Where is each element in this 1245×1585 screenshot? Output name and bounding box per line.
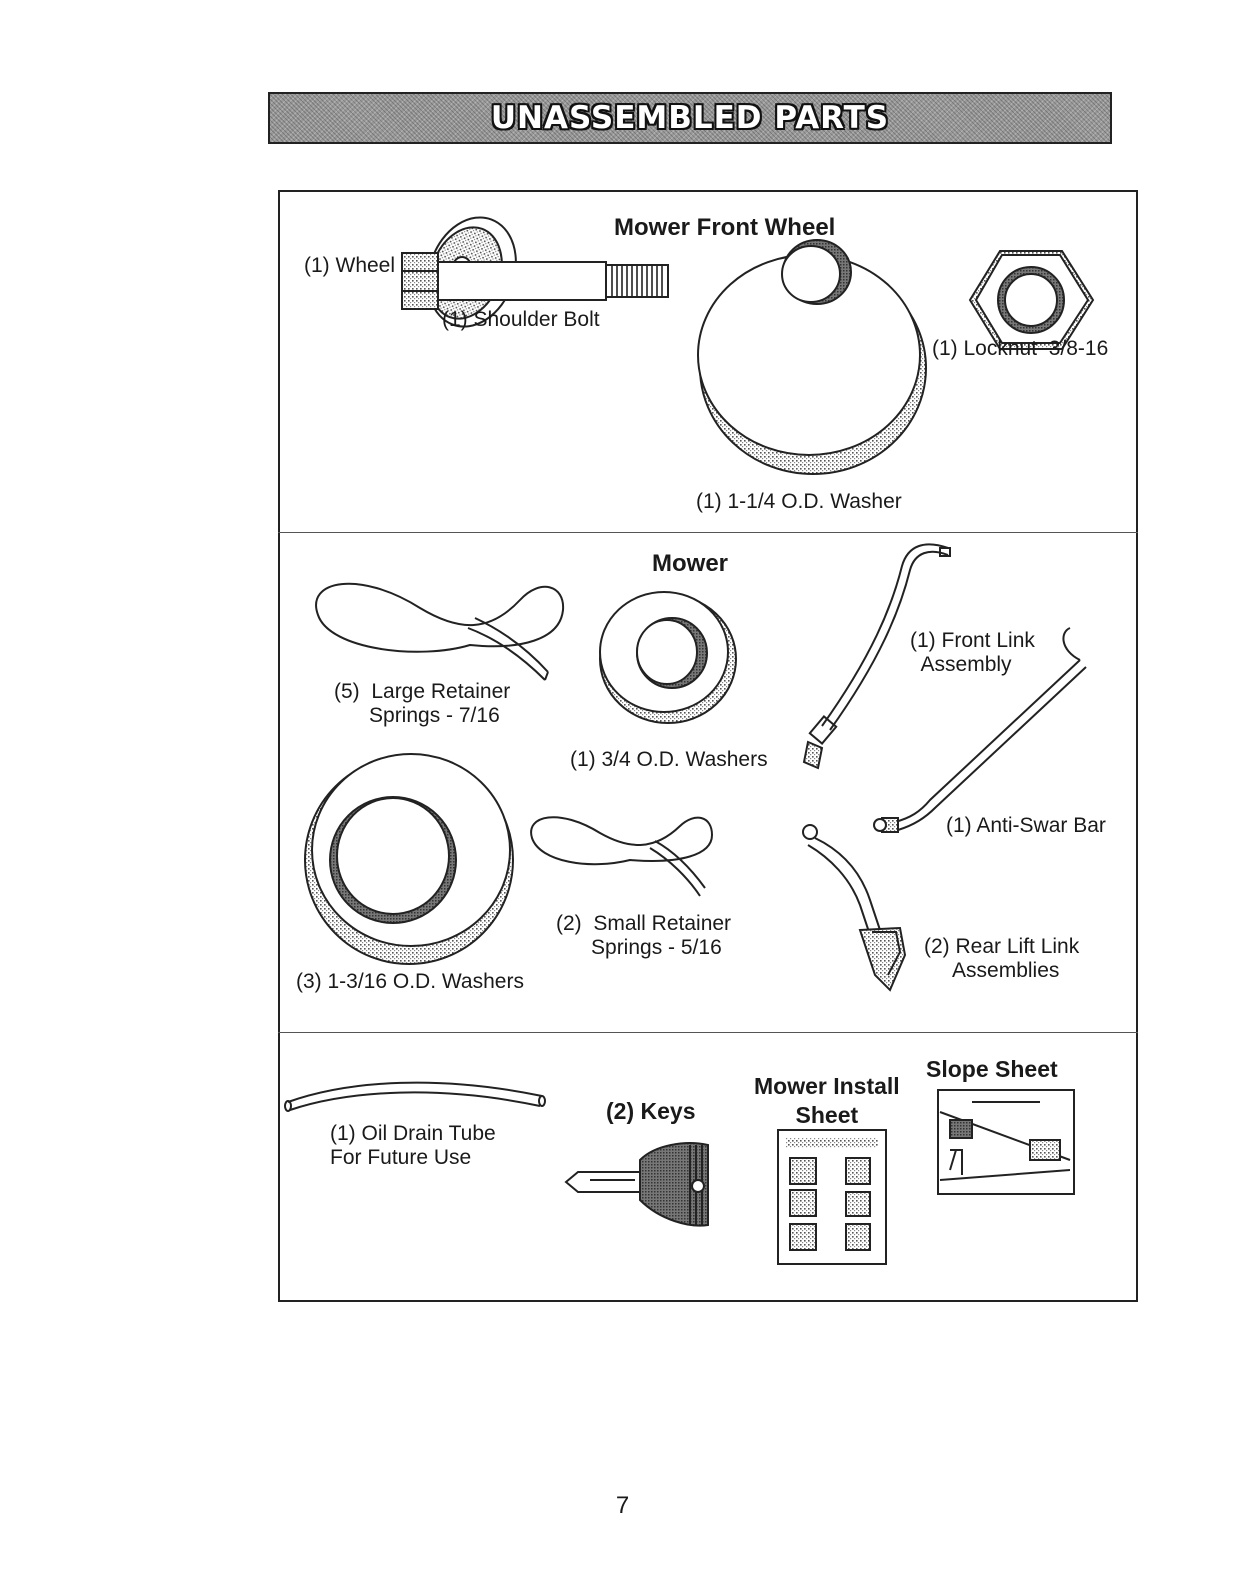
label-washers-1316: (3) 1-3/16 O.D. Washers	[296, 970, 524, 993]
label-front-link: (1) Front Link Assembly	[910, 629, 1035, 676]
banner-title: UNASSEMBLED PARTS	[490, 100, 890, 136]
section-banner: UNASSEMBLED PARTS	[268, 92, 1112, 144]
washer-34-illustration	[599, 591, 737, 724]
rear-lift-link-illustration	[802, 824, 907, 992]
install-sheet-illustration	[777, 1129, 887, 1265]
heading-slope-sheet: Slope Sheet	[926, 1056, 1058, 1082]
washer-1316-illustration	[304, 753, 514, 965]
section-divider-2	[278, 1032, 1138, 1033]
front-link-illustration	[802, 543, 951, 770]
page-number: 7	[615, 1492, 630, 1519]
locknut-illustration	[968, 250, 1095, 350]
label-washer-114: (1) 1-1/4 O.D. Washer	[696, 490, 902, 513]
heading-install-sheet: Mower Install Sheet	[754, 1073, 900, 1128]
label-locknut: (1) Locknut 3/8-16	[932, 337, 1109, 360]
label-wheel: (1) Wheel	[304, 254, 396, 277]
label-oil-drain-tube: (1) Oil Drain Tube For Future Use	[330, 1122, 496, 1169]
oil-drain-tube-illustration	[284, 1081, 546, 1112]
label-rear-lift-link: (2) Rear Lift Link Assemblies	[924, 935, 1080, 982]
slope-sheet-illustration	[937, 1089, 1075, 1195]
heading-keys: (2) Keys	[606, 1098, 696, 1124]
anti-swar-bar-illustration	[873, 627, 1087, 833]
heading-mower: Mower	[652, 550, 729, 577]
shoulder-bolt-illustration	[401, 252, 669, 310]
label-shoulder-bolt: (1) Shoulder Bolt	[442, 308, 600, 331]
heading-front-wheel: Mower Front Wheel	[614, 214, 836, 241]
label-large-springs: (5) Large Retainer Springs - 7/16	[334, 680, 511, 727]
small-spring-illustration	[530, 816, 714, 897]
section-divider-1	[278, 532, 1138, 533]
label-small-springs: (2) Small Retainer Springs - 5/16	[556, 912, 732, 959]
large-spring-illustration	[315, 582, 565, 681]
parts-frame	[278, 190, 1138, 1302]
label-anti-swar-bar: (1) Anti-Swar Bar	[946, 814, 1106, 837]
label-washers-34: (1) 3/4 O.D. Washers	[570, 748, 768, 771]
key-illustration	[564, 1142, 709, 1227]
washer-114-illustration	[697, 239, 927, 475]
